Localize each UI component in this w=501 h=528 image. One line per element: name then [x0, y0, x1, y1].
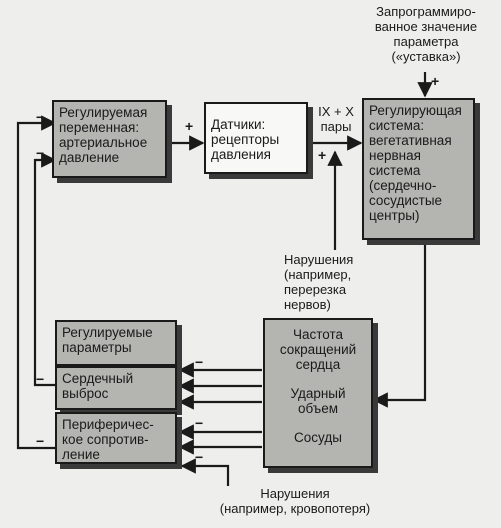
- nerve-pair-label: IX + X пары: [318, 104, 354, 134]
- feedback-loop-inner: [33, 152, 57, 387]
- regulated-parameters-title-box: Регулируемые параметры: [55, 320, 177, 366]
- regulated-variable-text: Регулируемая переменная: артериальное да…: [59, 105, 148, 165]
- regulated-variable-box: Регулируемая переменная: артериальное да…: [52, 100, 167, 178]
- effector-box: Частота сокращений сердца Ударный объем …: [263, 318, 373, 468]
- cardiac-output-box: Сердечный выброс: [55, 366, 177, 410]
- regulating-system-box: Регулирующая система: вегетативная нервн…: [362, 98, 475, 240]
- plus-sign-system: +: [318, 147, 327, 163]
- cardiac-output-text: Сердечный выброс: [62, 371, 134, 401]
- stroke-volume-text: Ударный объем: [290, 386, 346, 416]
- minus-sign-feedback-3: −: [36, 371, 45, 387]
- minus-sign-output-1: −: [195, 354, 204, 370]
- regulating-system-text: Регулирующая система: вегетативная нервн…: [369, 103, 462, 223]
- heart-rate-text: Частота сокращений сердца: [279, 327, 357, 372]
- disturbance-bottom-label: Нарушения (например, кровопотеря): [219, 486, 371, 516]
- peripheral-resistance-text: Периферичес- кое сопротив- ление: [62, 417, 154, 462]
- setpoint-plus-sign: +: [431, 73, 440, 89]
- sensors-box: Датчики: рецепторы давления: [204, 102, 308, 174]
- minus-sign-feedback-4: −: [36, 433, 45, 449]
- system-to-effector-arrow: [372, 240, 427, 408]
- regulated-parameters-title: Регулируемые параметры: [62, 325, 153, 355]
- minus-sign-feedback-2: −: [36, 145, 45, 161]
- disturbance-top-label: Нарушения (например, перерезка нервов): [284, 252, 354, 312]
- minus-sign-output-2: −: [195, 415, 204, 431]
- setpoint-label: Запрограммиро- ванное значение параметра…: [374, 4, 478, 64]
- feedback-loop-outer: [16, 115, 57, 450]
- minus-sign-feedback-1: −: [36, 109, 45, 125]
- disturbance-bottom-arrow: [180, 458, 230, 486]
- plus-sign-variable: +: [185, 118, 194, 134]
- sensors-text: Датчики: рецепторы давления: [211, 117, 280, 162]
- peripheral-resistance-box: Периферичес- кое сопротив- ление: [55, 412, 177, 464]
- minus-sign-disturbance: −: [195, 449, 204, 465]
- vessels-text: Сосуды: [294, 430, 342, 445]
